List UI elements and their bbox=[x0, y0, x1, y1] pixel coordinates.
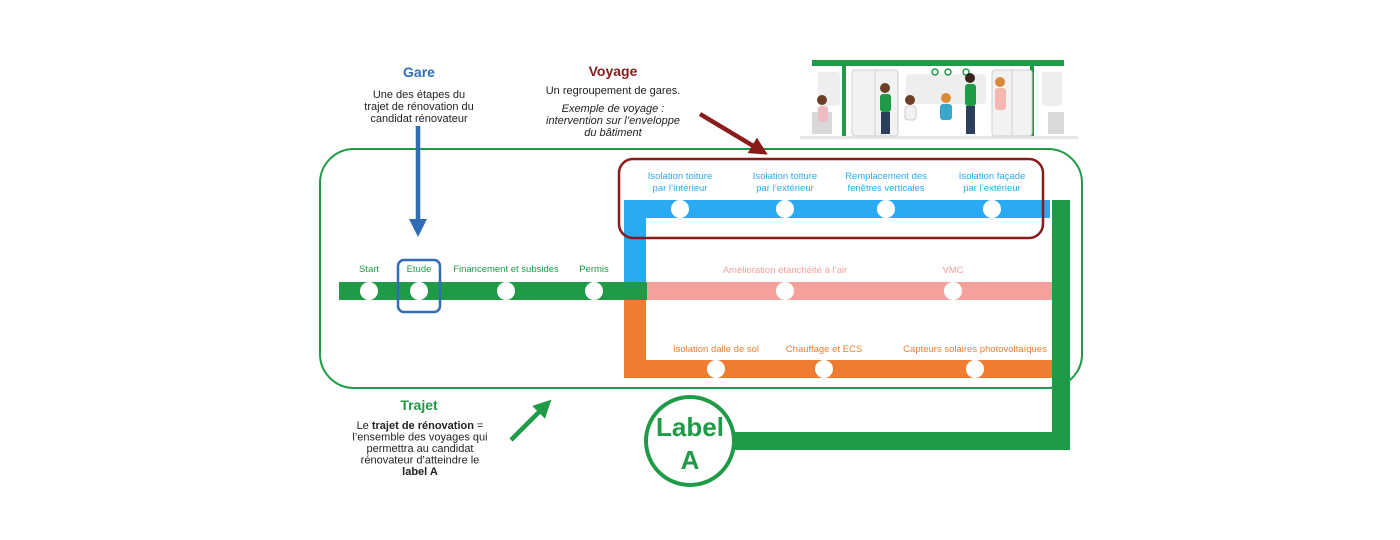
trajet-title: Trajet bbox=[400, 397, 438, 413]
station-dot-pink bbox=[944, 282, 962, 300]
gare-desc-1: Une des étapes du bbox=[373, 89, 465, 101]
gare-title: Gare bbox=[403, 64, 435, 80]
voyage-example-3: du bâtiment bbox=[584, 127, 642, 139]
label-line-2: A bbox=[681, 445, 700, 475]
trajet-boundary bbox=[319, 148, 1083, 389]
trajet-desc-run: rénovateur d’atteindre le bbox=[361, 455, 480, 467]
voyage-title: Voyage bbox=[589, 63, 638, 79]
gare-desc-3: candidat rénovateur bbox=[370, 113, 468, 125]
station-dot-green bbox=[410, 282, 428, 300]
station-label-blue: Isolation toiture bbox=[648, 171, 712, 182]
voyage-desc: Un regroupement de gares. bbox=[546, 85, 681, 97]
trajet-desc-line: Le trajet de rénovation = bbox=[357, 420, 484, 432]
voyage-highlight bbox=[617, 157, 1045, 240]
station-dot-orange bbox=[707, 360, 725, 378]
station-dot-blue bbox=[671, 200, 689, 218]
station-label-green: Permis bbox=[579, 264, 609, 275]
trajet-desc-run: label A bbox=[402, 466, 438, 478]
label-a-circle bbox=[644, 395, 736, 487]
voyage-example-2: intervention sur l’enveloppe bbox=[546, 115, 680, 127]
station-dot-orange bbox=[815, 360, 833, 378]
trajet-arrow bbox=[509, 399, 552, 442]
station-label-orange: Capteurs solaires photovoltaïques bbox=[903, 344, 1047, 355]
train-illustration bbox=[800, 60, 1078, 139]
trajet-desc-run: permettra au candidat bbox=[366, 443, 473, 455]
trajet-desc-run: = bbox=[474, 420, 483, 432]
station-dot-green bbox=[360, 282, 378, 300]
trajet-desc-line: permettra au candidat bbox=[366, 443, 473, 455]
trajet-desc-run: trajet de rénovation bbox=[372, 420, 474, 432]
station-label-pink: VMC bbox=[942, 265, 963, 276]
gare-desc-2: trajet de rénovation du bbox=[364, 101, 473, 113]
label-line-1: Label bbox=[656, 412, 724, 442]
trajet-description: Le trajet de rénovation =l’ensemble des … bbox=[352, 420, 487, 478]
trajet-desc-run: Le bbox=[357, 420, 372, 432]
station-dot-blue bbox=[877, 200, 895, 218]
station-dots bbox=[360, 200, 1001, 378]
station-label-blue: fenêtres verticales bbox=[847, 183, 924, 194]
station-label-blue: Isolation façade bbox=[959, 171, 1026, 182]
station-label-blue: par l’extérieur bbox=[963, 183, 1021, 194]
station-dot-orange bbox=[966, 360, 984, 378]
station-dot-blue bbox=[983, 200, 1001, 218]
blue-line bbox=[624, 200, 1050, 218]
voyage-arrow bbox=[698, 112, 768, 155]
trajet-desc-run: l’ensemble des voyages qui bbox=[352, 432, 487, 444]
station-label-orange: Chauffage et ECS bbox=[786, 344, 862, 355]
orange-line-connector bbox=[624, 291, 646, 377]
station-dot-pink bbox=[776, 282, 794, 300]
station-label-orange: Isolation dalle de sol bbox=[673, 344, 759, 355]
station-label-green: Start bbox=[359, 264, 379, 275]
trajet-desc-line: label A bbox=[402, 466, 438, 478]
pink-line bbox=[646, 282, 1052, 300]
station-dot-green bbox=[497, 282, 515, 300]
station-label-green: Etude bbox=[407, 264, 432, 275]
gare-highlight bbox=[396, 258, 442, 314]
station-label-pink: Amélioration étanchéité à l’air bbox=[723, 265, 848, 276]
station-dot-green bbox=[585, 282, 603, 300]
trajet-desc-line: rénovateur d’atteindre le bbox=[361, 455, 480, 467]
trajet-desc-line: l’ensemble des voyages qui bbox=[352, 432, 487, 444]
station-label-blue: par l’intérieur bbox=[653, 183, 708, 194]
station-dot-blue bbox=[776, 200, 794, 218]
station-label-blue: Isolation toiture bbox=[753, 171, 817, 182]
station-label-blue: par l’extérieur bbox=[756, 183, 814, 194]
station-label-green: Financement et subsides bbox=[453, 264, 559, 275]
orange-line bbox=[624, 360, 1052, 378]
blue-line-connector bbox=[624, 200, 646, 292]
station-label-blue: Remplacement des bbox=[845, 171, 927, 182]
voyage-example-1: Exemple de voyage : bbox=[562, 103, 665, 115]
